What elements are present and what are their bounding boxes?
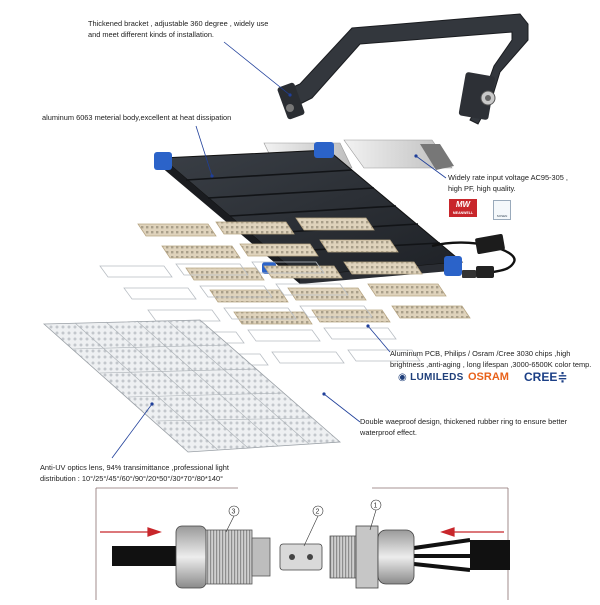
lens-sheet [123,287,197,300]
led-board [367,283,447,297]
osram-logo-text: OSRAM [468,371,509,383]
lens-sheet [147,309,221,322]
lens-sheet [299,305,373,318]
part-number-1: 1 [374,503,378,510]
caption-pcb-line-2: brightness ,anti-aging , long lifespan ,… [390,360,592,369]
lens-sheet [251,261,325,274]
part-number-2: 2 [316,509,320,516]
led-board [215,221,295,235]
power-cable [431,234,516,278]
lens-sheet [175,263,249,276]
lens-sheet [347,349,421,362]
meanwell-logo-subtext: MEANWELL [452,211,474,215]
caption-pcb: Aluminum PCB, Philips / Osram /Cree 3030… [390,348,591,370]
driver-brand-logo-text: SOSEN [496,214,508,218]
led-board [263,265,343,279]
led-board [209,289,289,303]
led-board [319,239,399,253]
lumileds-logo-text: LUMILEDS [410,372,464,383]
caption-lens-line-1: Anti-UV optics lens, 94% transimittance … [40,463,229,472]
caption-lens: Anti-UV optics lens, 94% transimittance … [40,462,229,484]
caption-waterproof-line-1: Double waeproof design, thickened rubber… [360,417,568,426]
led-board [161,245,241,259]
caption-voltage-line-2: high PF, high quality. [448,184,516,193]
caption-bracket: Thickened bracket , adjustable 360 degre… [88,18,268,40]
bracket [277,13,529,125]
caption-waterproof-line-2: waterproof effect. [360,428,417,437]
led-board [343,261,423,275]
lens-sheet [323,327,397,340]
lens-sheets [99,261,421,366]
meanwell-logo: MW MEANWELL [449,199,477,217]
caption-waterproof: Double waeproof design, thickened rubber… [360,416,567,438]
caption-voltage-line-1: Widely rate input voltage AC95-305 , [448,173,568,182]
lumileds-logo-icon: ◉ [398,372,408,383]
caption-body: aluminum 6063 meterial body,excellent at… [42,112,231,123]
led-board [185,267,265,281]
caption-body-line: aluminum 6063 meterial body,excellent at… [42,113,232,122]
lens-sheet [275,283,349,296]
led-board [311,309,391,323]
lens-array [42,319,341,453]
cree-logo-icon: ≑ [557,370,568,384]
caption-bracket-line-2: and meet different kinds of installation… [88,30,214,39]
lens-sheet [99,265,173,278]
cree-logo: CREE≑ [524,370,567,384]
lens-sheet [199,285,273,298]
caption-lens-line-2: distribution : 10°/25°/45°/60°/90°/20*50… [40,474,224,483]
lens-sheet [271,351,345,364]
lens-sheet [223,307,297,320]
led-board [295,217,375,231]
driver-brand-logo: SOSEN [493,200,511,220]
caption-voltage: Widely rate input voltage AC95-305 , hig… [448,172,568,194]
led-board [391,305,471,319]
leader-dots [150,93,418,406]
caption-pcb-line-1: Aluminum PCB, Philips / Osram /Cree 3030… [390,349,571,358]
led-board [239,243,319,257]
led-board [137,223,217,237]
caption-bracket-line-1: Thickened bracket , adjustable 360 degre… [88,19,269,28]
led-board [233,311,313,325]
osram-logo: OSRAM [468,371,509,383]
part-number-3: 3 [232,509,236,516]
lumileds-logo: ◉ LUMILEDS [398,372,464,383]
waterproof-connector-section: 3 2 1 [100,499,510,589]
cree-logo-text: CREE [524,370,558,384]
lens-sheet [247,329,321,342]
meanwell-logo-text: MW [455,200,471,209]
led-boards [137,217,471,325]
leader-lines [111,41,447,459]
led-board [287,287,367,301]
